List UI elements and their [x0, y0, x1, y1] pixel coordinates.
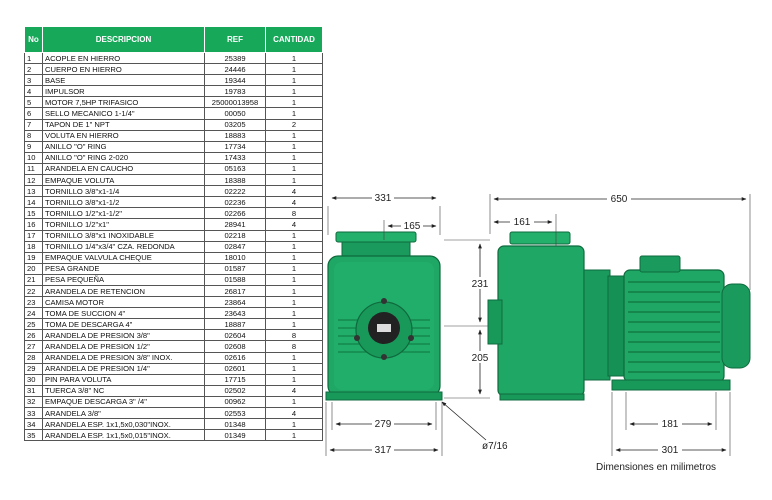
cell-cantidad: 1 — [265, 107, 323, 120]
cell-ref: 00050 — [204, 107, 266, 120]
dim-161: 161 — [514, 217, 531, 228]
dim-650: 650 — [611, 194, 628, 205]
dimensions-caption: Dimensiones en milimetros — [596, 462, 717, 473]
cell-descripcion: MOTOR 7,5HP TRIFASICO — [42, 96, 205, 109]
cell-ref: 25000013958 — [204, 96, 266, 109]
cell-cantidad: 1 — [265, 96, 323, 109]
cell-cantidad: 1 — [265, 85, 323, 98]
dim-331: 331 — [375, 193, 392, 204]
header-descripcion: DESCRIPCION — [42, 26, 205, 53]
front-view-dimensions: 331 165 231 205 279 317 ø7/16 — [325, 191, 508, 456]
cell-ref: 24446 — [204, 63, 266, 76]
cell-cantidad: 1 — [265, 74, 323, 87]
cell-descripcion: SELLO MECANICO 1-1/4" — [42, 107, 205, 120]
cell-descripcion: BASE — [42, 74, 205, 87]
cell-no: 4 — [24, 85, 43, 98]
header-cantidad: CANTIDAD — [265, 26, 323, 53]
dim-231: 231 — [472, 279, 489, 290]
cell-no: 3 — [24, 74, 43, 87]
cell-descripcion: CUERPO EN HIERRO — [42, 63, 205, 76]
dim-hole: ø7/16 — [482, 441, 508, 452]
cell-cantidad: 1 — [265, 140, 323, 153]
dim-279: 279 — [375, 419, 392, 430]
cell-cantidad: 8 — [265, 207, 323, 220]
dim-301: 301 — [662, 445, 679, 456]
dim-165: 165 — [404, 221, 421, 232]
table-header-row: No DESCRIPCION REF CANTIDAD — [24, 26, 323, 53]
dim-317: 317 — [375, 445, 392, 456]
side-view-pump — [487, 231, 751, 401]
cell-cantidad: 1 — [265, 63, 323, 76]
dim-181: 181 — [662, 419, 679, 430]
front-view-pump — [325, 231, 443, 401]
cell-descripcion: IMPULSOR — [42, 85, 205, 98]
dim-205: 205 — [472, 353, 489, 364]
cell-cantidad: 1 — [265, 429, 323, 442]
side-view-dimensions: 650 161 181 301 — [489, 192, 751, 456]
